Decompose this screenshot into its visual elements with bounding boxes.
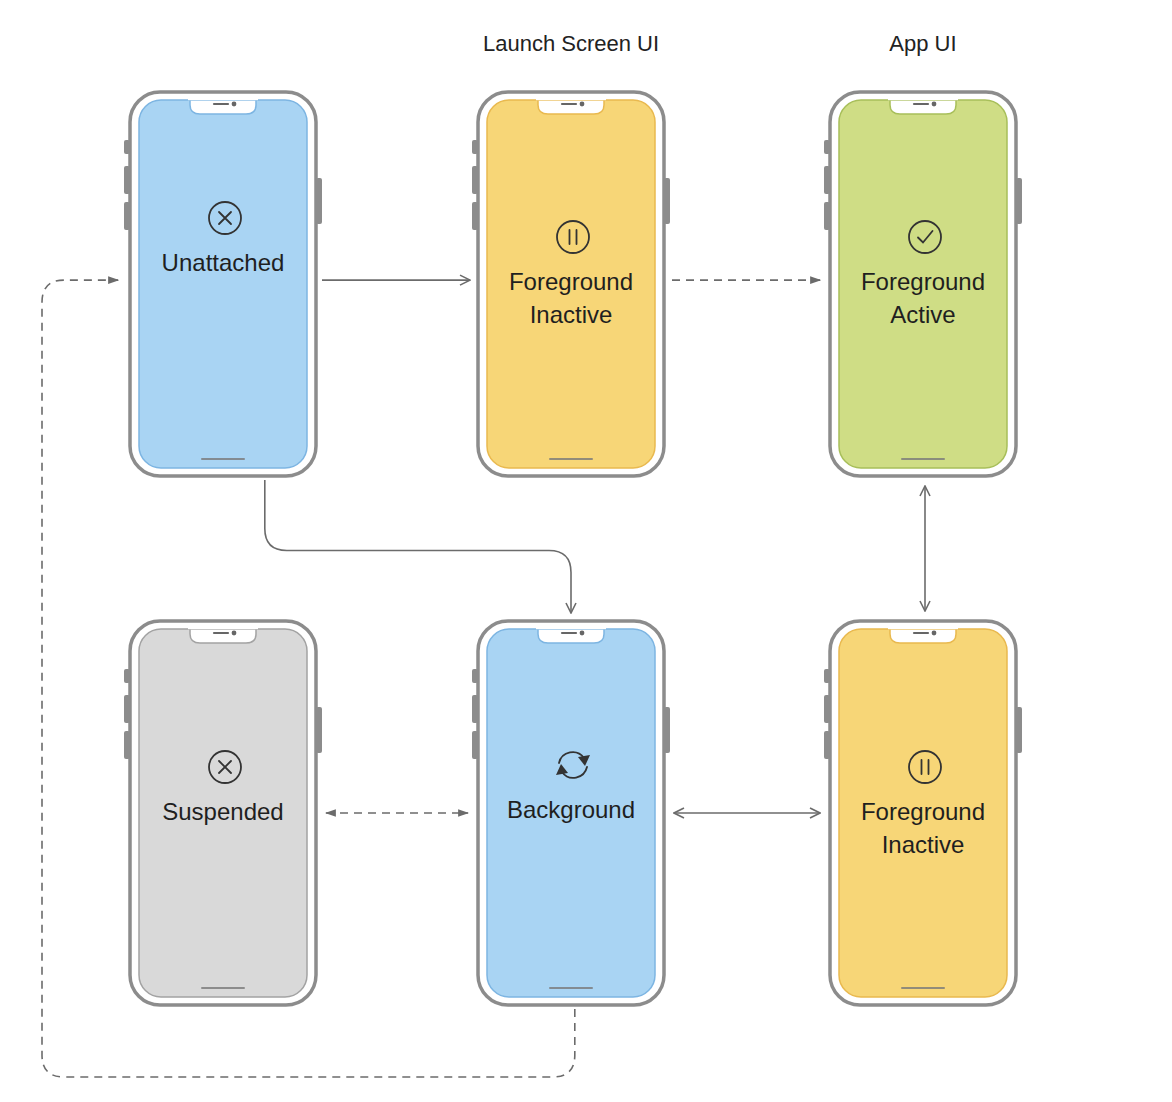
state-icon [909, 751, 941, 783]
ui-heading: App UI [889, 30, 956, 58]
state-label: Unattached [162, 246, 285, 279]
dashed-transition [672, 279, 820, 281]
transition-arrow [322, 279, 470, 281]
phone-frame [128, 90, 318, 478]
transition-arrow [924, 486, 926, 611]
phone-state: Launch Screen UIForeground Inactive [476, 90, 666, 478]
phone-state: Suspended [128, 619, 318, 1007]
state-icon [556, 752, 590, 778]
state-label: Foreground Active [848, 265, 998, 331]
phone-state: App UIForeground Active [828, 90, 1018, 478]
state-label: Suspended [162, 795, 283, 828]
phone-state: Background [476, 619, 666, 1007]
state-label: Foreground Inactive [848, 795, 998, 861]
state-label: Background [507, 793, 635, 826]
transition-arrow [674, 812, 820, 814]
transition-arrow [265, 480, 571, 613]
state-icon [209, 202, 241, 234]
state-icon [909, 221, 941, 253]
phone-state: Unattached [128, 90, 318, 478]
state-icon [557, 221, 589, 253]
state-label: Foreground Inactive [496, 265, 646, 331]
state-icon [209, 751, 241, 783]
dashed-transition [326, 812, 468, 814]
phone-state: Foreground Inactive [828, 619, 1018, 1007]
ui-heading: Launch Screen UI [483, 30, 659, 58]
